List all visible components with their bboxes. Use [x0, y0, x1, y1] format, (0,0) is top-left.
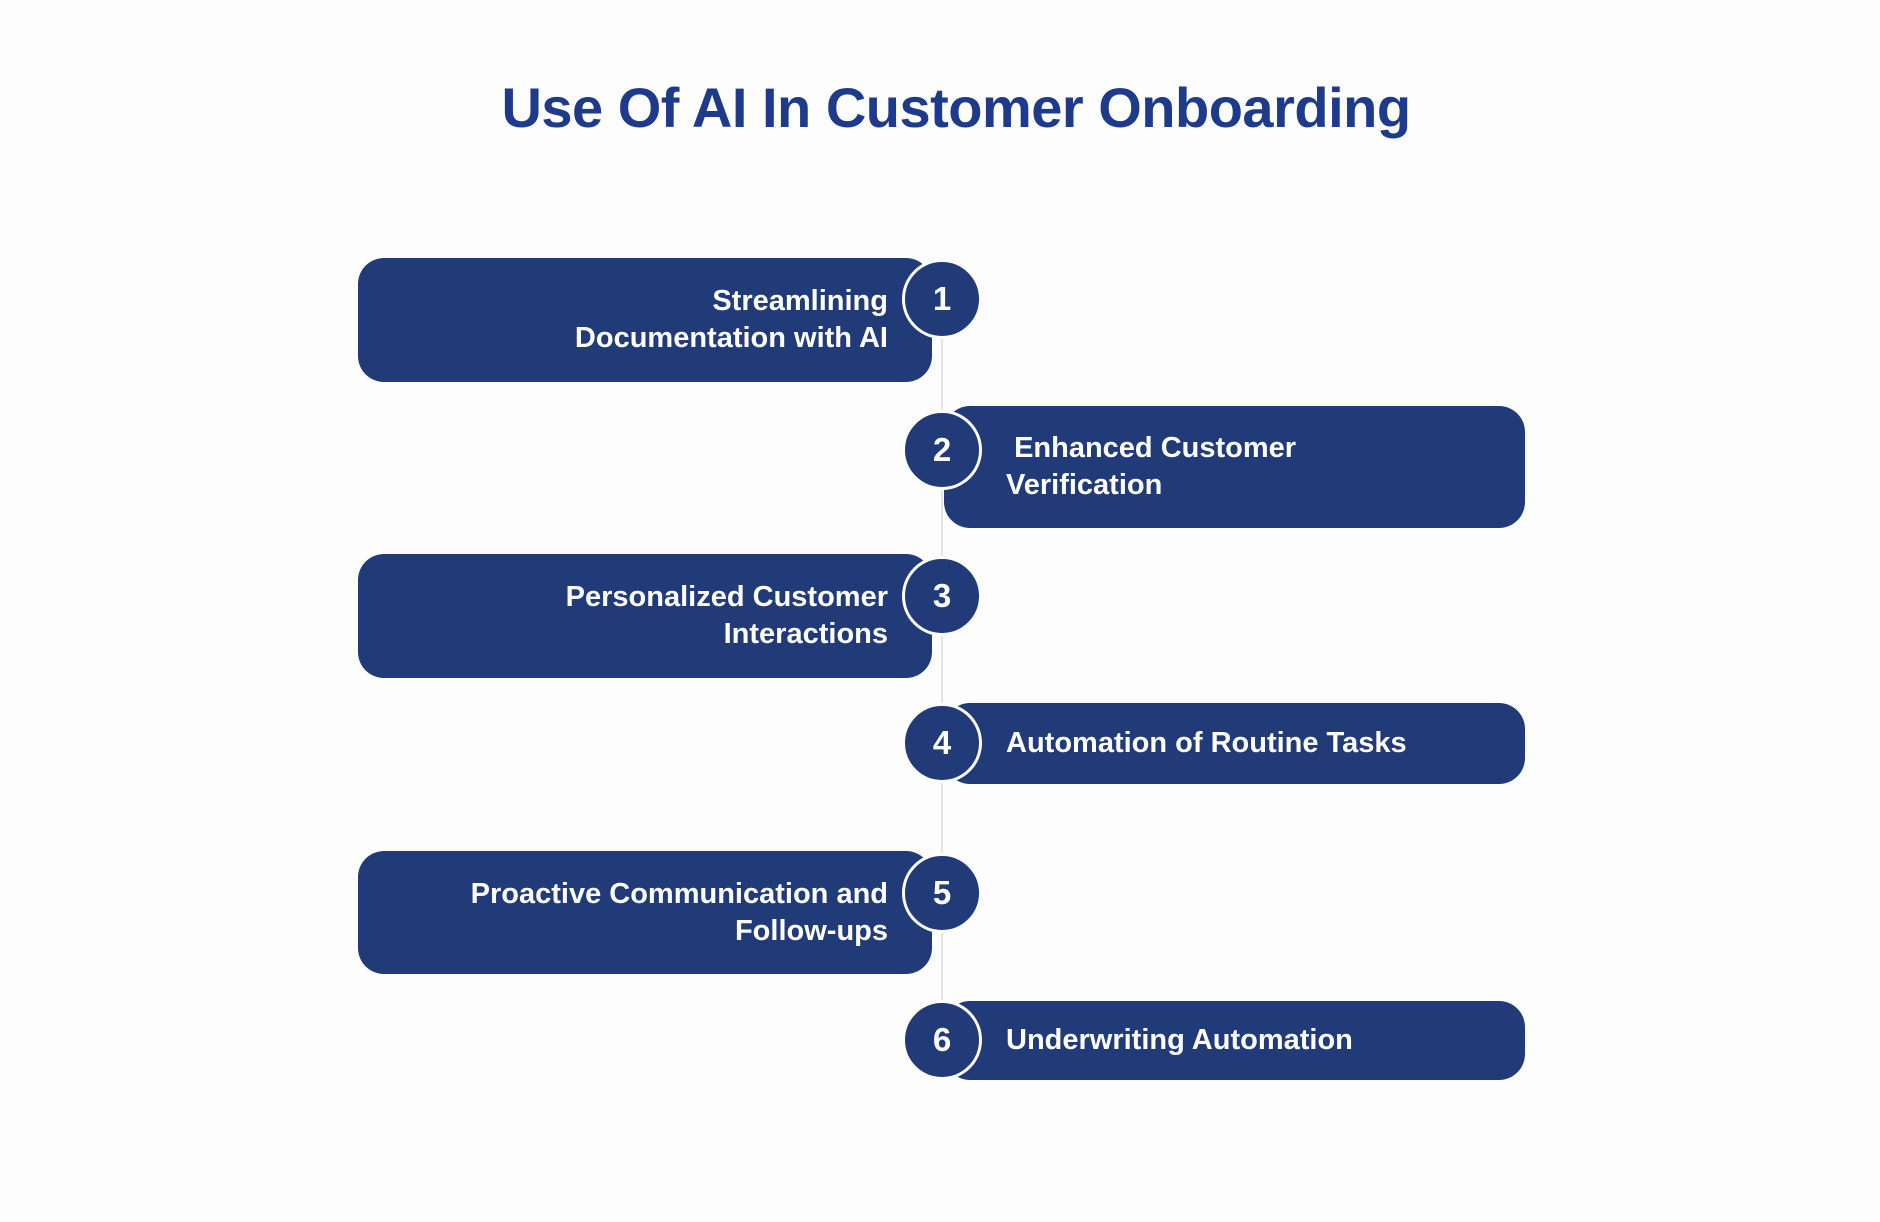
step-6-label: Underwriting Automation [1006, 1024, 1353, 1056]
step-6-number: 6 [932, 1021, 952, 1058]
step-6-number-badge: 6 [902, 1000, 982, 1080]
step-1-number-badge: 1 [902, 259, 982, 339]
step-4-label: Automation of Routine Tasks [1006, 727, 1407, 759]
step-1-label: Streamlining Documentation with AI [574, 285, 888, 354]
step-5-label: Proactive Communication and Follow-ups [470, 877, 888, 947]
step-2-number-badge: 2 [902, 410, 982, 490]
step-3-box: Personalized Customer Interactions [358, 554, 932, 678]
step-6-box: Underwriting Automation [944, 1001, 1525, 1080]
step-4-box: Automation of Routine Tasks [944, 703, 1525, 784]
page-title: Use Of AI In Customer Onboarding [501, 76, 1411, 139]
step-5-number: 5 [932, 874, 952, 911]
step-2-number: 2 [932, 431, 952, 468]
step-4-number: 4 [932, 724, 952, 761]
step-1-number: 1 [932, 280, 952, 317]
timeline-connector-line [941, 300, 943, 1040]
step-2-label: Enhanced Customer Verification [1006, 432, 1297, 501]
step-5-number-badge: 5 [902, 853, 982, 933]
step-4-number-badge: 4 [902, 703, 982, 783]
step-3-label: Personalized Customer Interactions [565, 581, 888, 650]
step-2-box: Enhanced Customer Verification [944, 406, 1525, 528]
step-3-number: 3 [932, 577, 952, 614]
step-3-number-badge: 3 [902, 556, 982, 636]
step-5-box: Proactive Communication and Follow-ups [358, 851, 932, 974]
step-1-box: Streamlining Documentation with AI [358, 258, 932, 382]
